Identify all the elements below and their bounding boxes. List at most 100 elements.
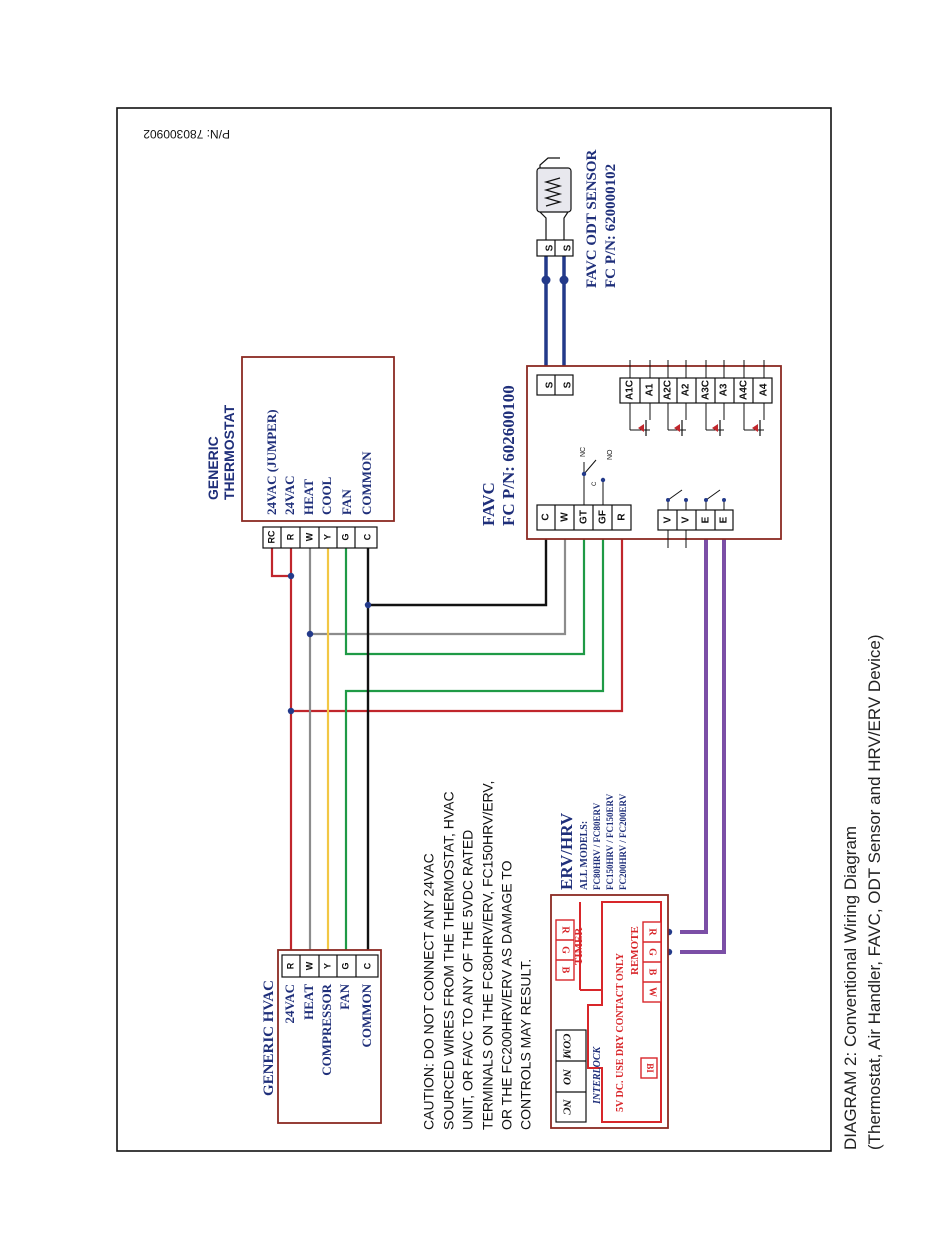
favc-aux-terminal-a2c: A2C: [663, 380, 674, 400]
favc-terminal-e-4: E: [719, 516, 730, 523]
thermostat-label-rc: 24VAC (JUMPER): [264, 409, 279, 515]
caution-line-5: OR THE FC200HRV/ERV AS DAMAGE TO: [499, 860, 515, 1130]
junction-c: [364, 601, 372, 609]
interlock-terminal-block: [555, 1029, 587, 1123]
favc-aux-terminal-a4c: A4C: [739, 380, 750, 400]
hvac-terminal-w: W: [304, 961, 314, 970]
favc-aux-terminal-a3c: A3C: [701, 380, 712, 400]
thermostat-terminal-c: C: [362, 533, 372, 540]
hvac-terminal-y: Y: [322, 963, 332, 969]
remote-label: REMOTE: [629, 926, 641, 975]
favc-ve-switches: [666, 489, 726, 548]
interlock-nc: NC: [560, 1098, 572, 1115]
caption-line-1: DIAGRAM 2: Conventional Wiring Diagram: [841, 826, 860, 1150]
wire-g-thermostat: [344, 530, 586, 656]
remote-terminal-b: B: [647, 969, 658, 976]
wire-rc-jumper: [270, 548, 291, 578]
relay-c-label: C: [592, 481, 598, 486]
erv-model-1: FC80HRV / FC80ERV: [592, 802, 602, 890]
favc-terminal-gt: GT: [579, 510, 590, 524]
sensor-wire-dot-2: [559, 275, 569, 285]
odt-sensor-title: FAVC ODT SENSOR: [584, 149, 600, 288]
favc-aux-terminal-a4: A4: [759, 383, 770, 396]
erv-model-2: FC150HRV / FC150ERV: [605, 793, 615, 890]
relay-nc-label: NC: [580, 447, 587, 457]
sensor-terminal-label-2: S: [563, 244, 574, 251]
resistor-icon: [543, 177, 563, 207]
thermostat-terminal-g: G: [340, 533, 350, 540]
hvac-terminal-r: R: [285, 962, 295, 969]
interlock-com: COM: [560, 1033, 572, 1059]
junction-r-1: [287, 572, 295, 580]
timer-terminal-r: R: [560, 926, 571, 934]
hvac-label-y: COMPRESSOR: [319, 983, 334, 1075]
hvac-label-r: 24VAC: [282, 984, 297, 1024]
thermostat-terminal-r: R: [285, 533, 295, 540]
remote-terminal-g: G: [647, 948, 658, 956]
thermostat-terminal-y: Y: [322, 534, 332, 540]
caution-line-4: TERMINALS ON THE FC80HRV/ERV, FC150HRV/E…: [480, 781, 496, 1130]
hvac-terminal-block: [281, 954, 379, 978]
wire-w-favc: [310, 530, 567, 636]
thermostat-title-line1: GENERIC: [205, 436, 221, 500]
hvac-terminal-c: C: [362, 962, 372, 969]
favc-terminal-c: C: [541, 513, 552, 520]
aux-relay-icon-2: [667, 403, 687, 436]
favc-part: FC P/N: 602600100: [499, 385, 518, 526]
favc-terminal-v-2: V: [681, 516, 692, 523]
wire-c-favc: [368, 530, 548, 607]
favc-terminal-e-3: E: [701, 516, 712, 523]
erv-hrv: ERV/HRV ALL MODELS: FC80HRV / FC80ERV FC…: [550, 793, 669, 1129]
erv-inner-outline: [587, 901, 662, 1123]
caption-line-2: (Thermostat, Air Handler, FAVC, ODT Sens…: [865, 634, 884, 1150]
interlock-no: NO: [560, 1068, 572, 1085]
hvac-title: GENERIC HVAC: [261, 980, 277, 1096]
sensor-wire-dot-1: [541, 275, 551, 285]
interlock-label: INTERLOCK: [592, 1045, 603, 1105]
caution-line-2: SOURCED WIRES FROM THE THERMOSTAT, HVAC: [441, 791, 457, 1130]
thermostat-label-c: COMMON: [359, 451, 374, 515]
sensor-terminal-label-1: S: [545, 244, 556, 251]
wire-g-hvac: [344, 530, 605, 955]
junction-r-2: [287, 707, 295, 715]
favc-terminal-gf: GF: [598, 510, 609, 524]
bi-terminal: [640, 1057, 658, 1079]
wires: [270, 255, 726, 956]
favc-terminal-v-1: V: [663, 516, 674, 523]
timer-terminal-block: [555, 919, 575, 981]
favc-aux-terminal-a1c: A1C: [625, 380, 636, 400]
thermostat-label-w: HEAT: [301, 479, 316, 515]
timer-terminal-g: G: [560, 946, 571, 954]
bi-label: BI: [645, 1063, 655, 1073]
wire-e-2: [680, 530, 726, 954]
aux-relay-icon-3: [705, 403, 725, 436]
erv-model-3: FC200HRV / FC200ERV: [618, 793, 628, 890]
remote-terminal-r: R: [647, 928, 658, 936]
odt-sensor: S S FAVC ODT SENSOR FC P/N: 620000102: [536, 149, 619, 288]
aux-relay-icon-4: [743, 403, 765, 436]
favc-aux-terminal-a3: A3: [719, 383, 730, 396]
favc-terminal-r: R: [617, 513, 628, 521]
hvac-label-w: HEAT: [301, 984, 316, 1020]
favc-relay: NC NO C: [580, 447, 614, 505]
thermostat-label-g: FAN: [339, 489, 354, 515]
thermostat-title-line2: THERMOSTAT: [221, 404, 237, 500]
thermostat-terminal-block: [262, 526, 378, 549]
favc-sensor-terminal-1: S: [545, 381, 556, 388]
diagram-frame: [116, 107, 832, 1152]
erv-models-title: ALL MODELS:: [579, 821, 590, 890]
thermostat-label-y: COOL: [319, 476, 334, 515]
caution-line-6: CONTROLS MAY RESULT.: [518, 959, 534, 1130]
erv-title: ERV/HRV: [557, 812, 576, 890]
sensor-element: [536, 167, 572, 213]
wire-r-favc: [291, 530, 624, 713]
favc-title: FAVC: [479, 482, 498, 526]
part-number: P/N: 780300902: [143, 127, 230, 141]
favc-aux-terminal-a1: A1: [645, 383, 656, 396]
favc-terminal-w: W: [560, 512, 571, 522]
